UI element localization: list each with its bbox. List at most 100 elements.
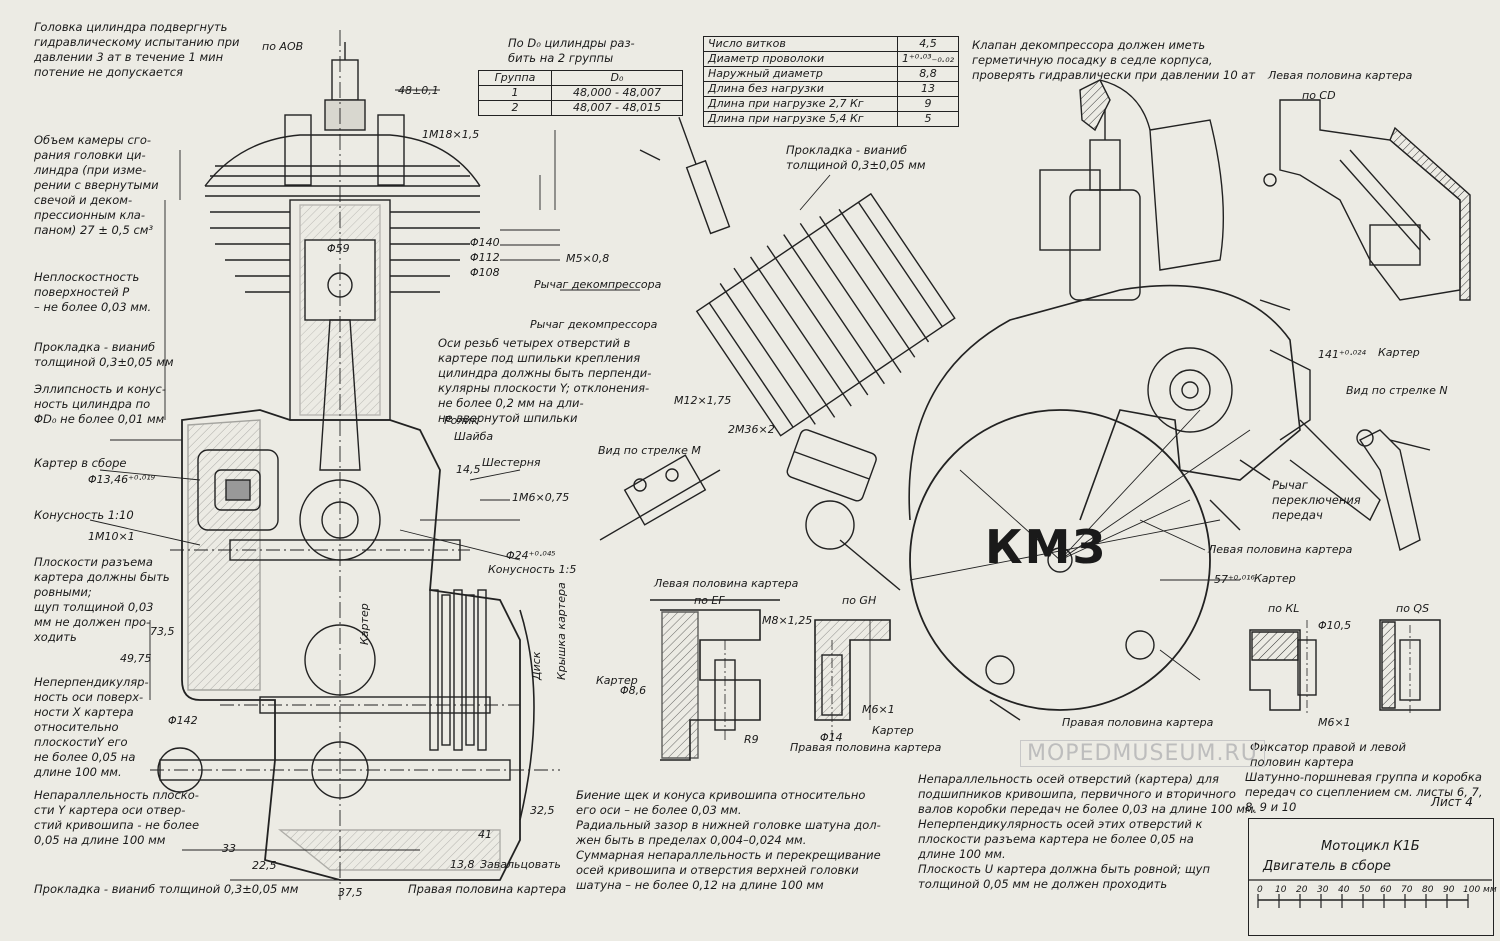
label-dim-48: 48±0,1 (398, 84, 439, 97)
spring-cell: 1⁺⁰·⁰³₋₀.₀₂ (896, 51, 960, 67)
label-crankcase-57: Картер (1254, 572, 1296, 585)
spring-cell: 9 (896, 96, 960, 112)
note-gasket-bottom: Прокладка - вианиб толщиной 0,3±0,05 мм (34, 882, 299, 896)
label-phi86: Φ8,6 (620, 684, 647, 697)
label-view-m: Вид по стрелке М (598, 444, 701, 457)
section-gh (814, 619, 891, 740)
label-phi108: Φ108 (470, 266, 500, 279)
label-phi1346: Φ13,46⁺⁰·⁰¹⁹ (88, 473, 156, 486)
scale-label: 0 (1257, 885, 1263, 895)
drawing-title: Мотоцикл К1Б (1321, 839, 1420, 854)
label-m5: М5×0,8 (566, 252, 610, 265)
group-header-group: Группа (478, 70, 552, 86)
scale-label: 60 (1380, 885, 1392, 895)
label-m10: 1М10×1 (88, 530, 135, 543)
section-view (150, 30, 560, 900)
label-m6x1-kl: М6×1 (1318, 716, 1351, 729)
note-flatness: Неплоскостность поверхностей Р – не боле… (34, 270, 152, 314)
scale-label: 30 (1317, 885, 1329, 895)
note-cylinder-groups: По D₀ цилиндры раз- бить на 2 группы (508, 36, 635, 65)
label-po-aob: по АОВ (262, 40, 304, 53)
note-retainer: Фиксатор правой и левой половин картера (1250, 740, 1407, 769)
label-cover: Крышка картера (555, 582, 568, 680)
note-parting-planes: Плоскости разъема картера должны быть ро… (34, 555, 170, 644)
scale-label: 50 (1359, 885, 1371, 895)
note-decompressor-valve: Клапан декомпрессора должен иметь гермет… (972, 38, 1256, 82)
label-po-ef: по ЕF (694, 594, 725, 607)
section-ef (650, 599, 780, 761)
label-po-kl: по КL (1268, 602, 1300, 615)
label-right-half-ext: Правая половина картера (1062, 716, 1214, 729)
label-dim-145: 14,5 (456, 463, 481, 476)
note-crankcase-assembly: Картер в сборе (34, 456, 127, 470)
scale-label: 10 (1275, 885, 1287, 895)
note-nonparallel-y: Непараллельность плоско- сти Y картера о… (34, 788, 200, 847)
group-cell: 2 (478, 100, 552, 116)
spring-cell: 8,8 (896, 66, 960, 82)
spring-cell: Длина при нагрузке 2,7 Кг (703, 96, 898, 112)
note-runout: Биение щек и конуса кривошипа относитель… (576, 788, 881, 892)
view-n-detail (1356, 429, 1431, 552)
group-cell: 1 (478, 85, 552, 101)
label-po-cd: по СD (1302, 89, 1336, 102)
scale-label: 90 (1443, 885, 1455, 895)
label-m36: 2М36×2 (728, 423, 775, 436)
label-phi14: Φ14 (820, 731, 843, 744)
kmz-logo: КМЗ (985, 520, 1108, 574)
label-dim-141: 141⁺⁰·⁰²⁴ (1318, 348, 1366, 361)
label-phi112: Φ112 (470, 251, 500, 264)
label-r9: R9 (744, 733, 759, 746)
group-header-d0: D₀ (551, 70, 683, 86)
drawing-subtitle: Двигатель в сборе (1263, 859, 1391, 874)
label-m12: М12×1,75 (674, 394, 732, 407)
label-decomp-lever-1: Рычаг декомпрессора (534, 278, 662, 291)
note-studs: Оси резьб четырех отверстий в картере по… (438, 336, 652, 425)
exterior-view (639, 79, 1381, 721)
label-po-qs: по QS (1396, 602, 1430, 615)
label-phi140: Φ140 (470, 236, 500, 249)
view-m-detail (599, 454, 721, 541)
label-m8: М8×1,25 (762, 614, 813, 627)
label-gear: Шестерня (482, 456, 541, 469)
label-dim-57: 57⁺⁰·⁰¹⁶ (1214, 573, 1255, 586)
label-dim-225: 22,5 (252, 859, 277, 872)
scale-label: 100 мм (1463, 885, 1497, 895)
label-phi142: Φ142 (168, 714, 198, 727)
spring-cell: 4,5 (896, 36, 960, 52)
label-left-half-1: Левая половина картера (654, 577, 799, 590)
spring-cell: Число витков (703, 36, 898, 52)
spring-cell: 5 (896, 111, 960, 127)
label-dim-33: 33 (222, 842, 236, 855)
note-chamber-volume: Объем камеры сго- рания головки ци- линд… (34, 133, 159, 237)
title-block-lines (1248, 879, 1492, 908)
scale-label: 70 (1401, 885, 1413, 895)
note-right-half-crankcase: Правая половина картера (408, 882, 567, 896)
label-right-half-gh: Правая половина картера (790, 741, 942, 754)
label-gasket-top: Прокладка - вианиб толщиной 0,3±0,05 мм (786, 143, 926, 172)
label-decomp-lever-2: Рычаг декомпрессора (530, 318, 658, 331)
spring-cell: 13 (896, 81, 960, 97)
note-group-ref: Шатунно-поршневая группа и коробка перед… (1245, 770, 1483, 814)
group-cell: 48,000 - 48,007 (551, 85, 683, 101)
spring-cell: Наружный диаметр (703, 66, 898, 82)
spring-cell: Длина при нагрузке 5,4 Кг (703, 111, 898, 127)
label-dim-325: 32,5 (530, 804, 555, 817)
sheet-number: Лист 4 (1431, 795, 1473, 809)
group-cell: 48,007 - 48,015 (551, 100, 683, 116)
label-po-gh: по GH (842, 594, 877, 607)
label-crankcase-141: Картер (1378, 346, 1420, 359)
note-ellipticity: Эллипсность и конус- ность цилиндра по Φ… (34, 382, 166, 426)
label-phi59: Φ59 (327, 242, 350, 255)
spring-cell: Диаметр проволоки (703, 51, 898, 67)
section-cd (1263, 99, 1471, 301)
section-qs (1379, 619, 1441, 715)
scale-label: 80 (1422, 885, 1434, 895)
label-m6-075: 1М6×0,75 (512, 491, 570, 504)
label-crankcase-mid: Картер (358, 603, 371, 645)
note-nonperp-x: Неперпендикуляр- ность оси поверх- ности… (34, 675, 149, 779)
label-dim-138: 13,8 (450, 858, 475, 871)
note-holes-parallel: Непараллельность осей отверстий (картера… (918, 772, 1258, 891)
title-block: Лист 4 Мотоцикл К1Б Двигатель в сборе 0 … (1248, 795, 1497, 936)
